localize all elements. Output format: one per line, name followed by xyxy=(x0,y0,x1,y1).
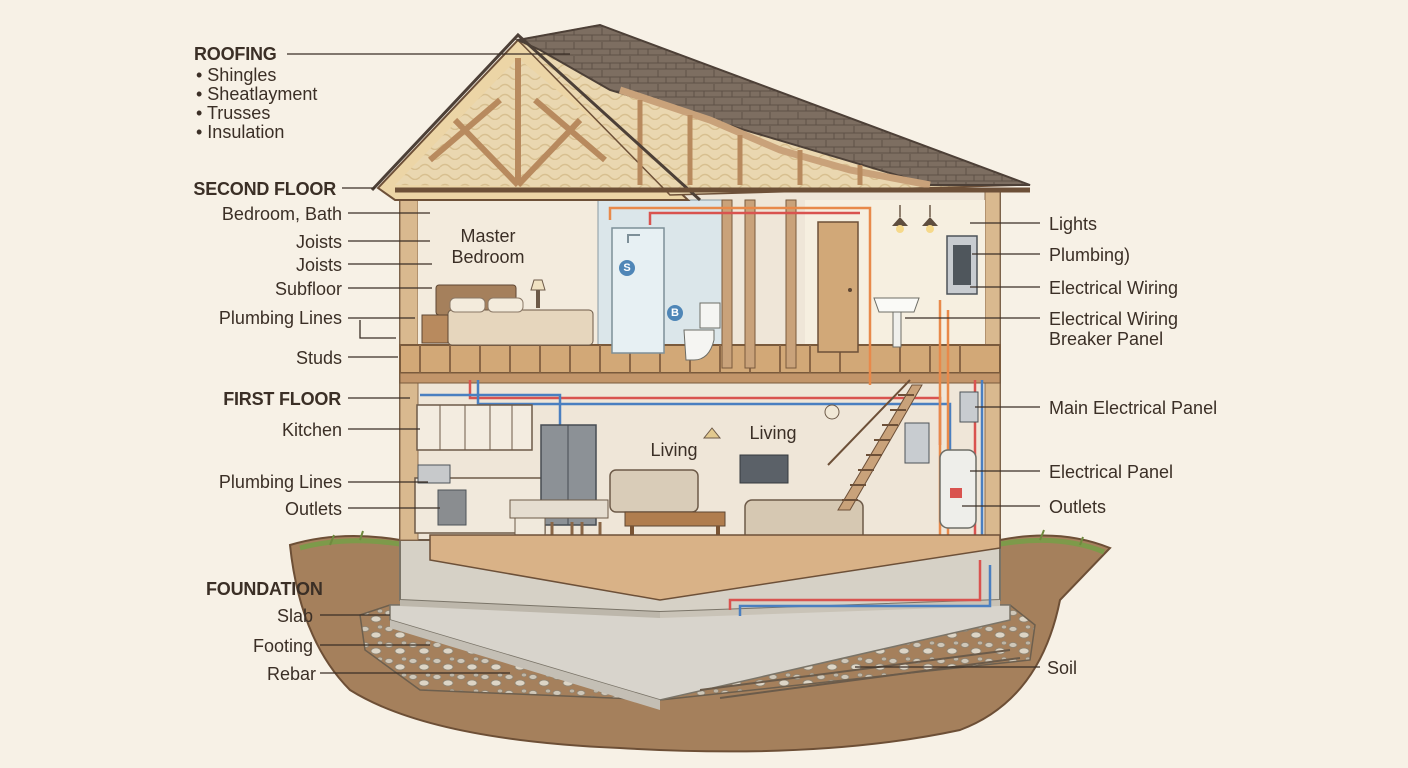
shower-marker-letter: S xyxy=(623,262,631,274)
roofing-item-sheathing: • Sheatlayment xyxy=(196,84,318,104)
label-kitchen: Kitchen xyxy=(281,420,342,440)
label-soil: Soil xyxy=(1047,658,1078,678)
roofing-item-insulation: • Insulation xyxy=(196,122,285,142)
label-studs: Studs xyxy=(295,348,342,368)
doors-and-sink xyxy=(817,221,920,353)
label-bedroom-bath: Bedroom, Bath xyxy=(221,204,342,224)
label-rebar: Rebar xyxy=(266,664,316,684)
first-floor-deck xyxy=(429,534,1001,601)
bathroom-fixtures xyxy=(611,227,721,361)
label-plumbing: Plumbing) xyxy=(1049,245,1131,265)
electrical-panels-lower xyxy=(904,391,979,529)
label-breaker-panel: Breaker Panel xyxy=(1049,329,1164,349)
staircase xyxy=(827,379,923,511)
label-slab: Slab xyxy=(276,606,313,626)
breaker-panel-upper xyxy=(946,235,978,295)
room-label-living-2: Living xyxy=(749,423,797,443)
studs xyxy=(721,199,797,369)
roof xyxy=(370,23,1031,202)
room-label-bedroom: Bedroom xyxy=(451,247,525,267)
bed xyxy=(421,279,594,346)
label-electrical-wiring-2: Electrical Wiring xyxy=(1049,309,1179,329)
roofing-item-trusses: • Trusses xyxy=(196,103,271,123)
roofing-item-shingles: • Shingles xyxy=(196,65,277,85)
bath-marker xyxy=(667,305,683,321)
label-main-electrical-panel: Main Electrical Panel xyxy=(1049,398,1218,418)
roofing-heading: ROOFING xyxy=(194,44,277,64)
label-joists-2: Joists xyxy=(295,255,342,275)
label-joists-1: Joists xyxy=(295,232,342,252)
room-label-living-1: Living xyxy=(650,440,698,460)
foundation-heading: FOUNDATION xyxy=(206,579,323,599)
second-floor-heading: SECOND FLOOR xyxy=(193,179,336,199)
label-subfloor: Subfloor xyxy=(274,279,342,299)
label-plumbing-lines-upper: Plumbing Lines xyxy=(218,308,342,328)
label-electrical-panel: Electrical Panel xyxy=(1049,462,1174,482)
kitchen xyxy=(414,404,609,554)
label-lights: Lights xyxy=(1049,214,1098,234)
label-outlets-right: Outlets xyxy=(1049,497,1107,517)
room-label-master: Master xyxy=(460,226,516,246)
label-electrical-wiring: Electrical Wiring xyxy=(1049,278,1179,298)
first-floor-heading: FIRST FLOOR xyxy=(223,389,341,409)
label-outlets-left: Outlets xyxy=(284,499,342,519)
label-plumbing-lines-lower: Plumbing Lines xyxy=(218,472,342,492)
ceiling-lights xyxy=(892,205,938,233)
shower-marker xyxy=(619,260,635,276)
leader-lines xyxy=(287,53,1040,674)
label-footing: Footing xyxy=(252,636,313,656)
bath-marker-letter: B xyxy=(671,307,679,319)
